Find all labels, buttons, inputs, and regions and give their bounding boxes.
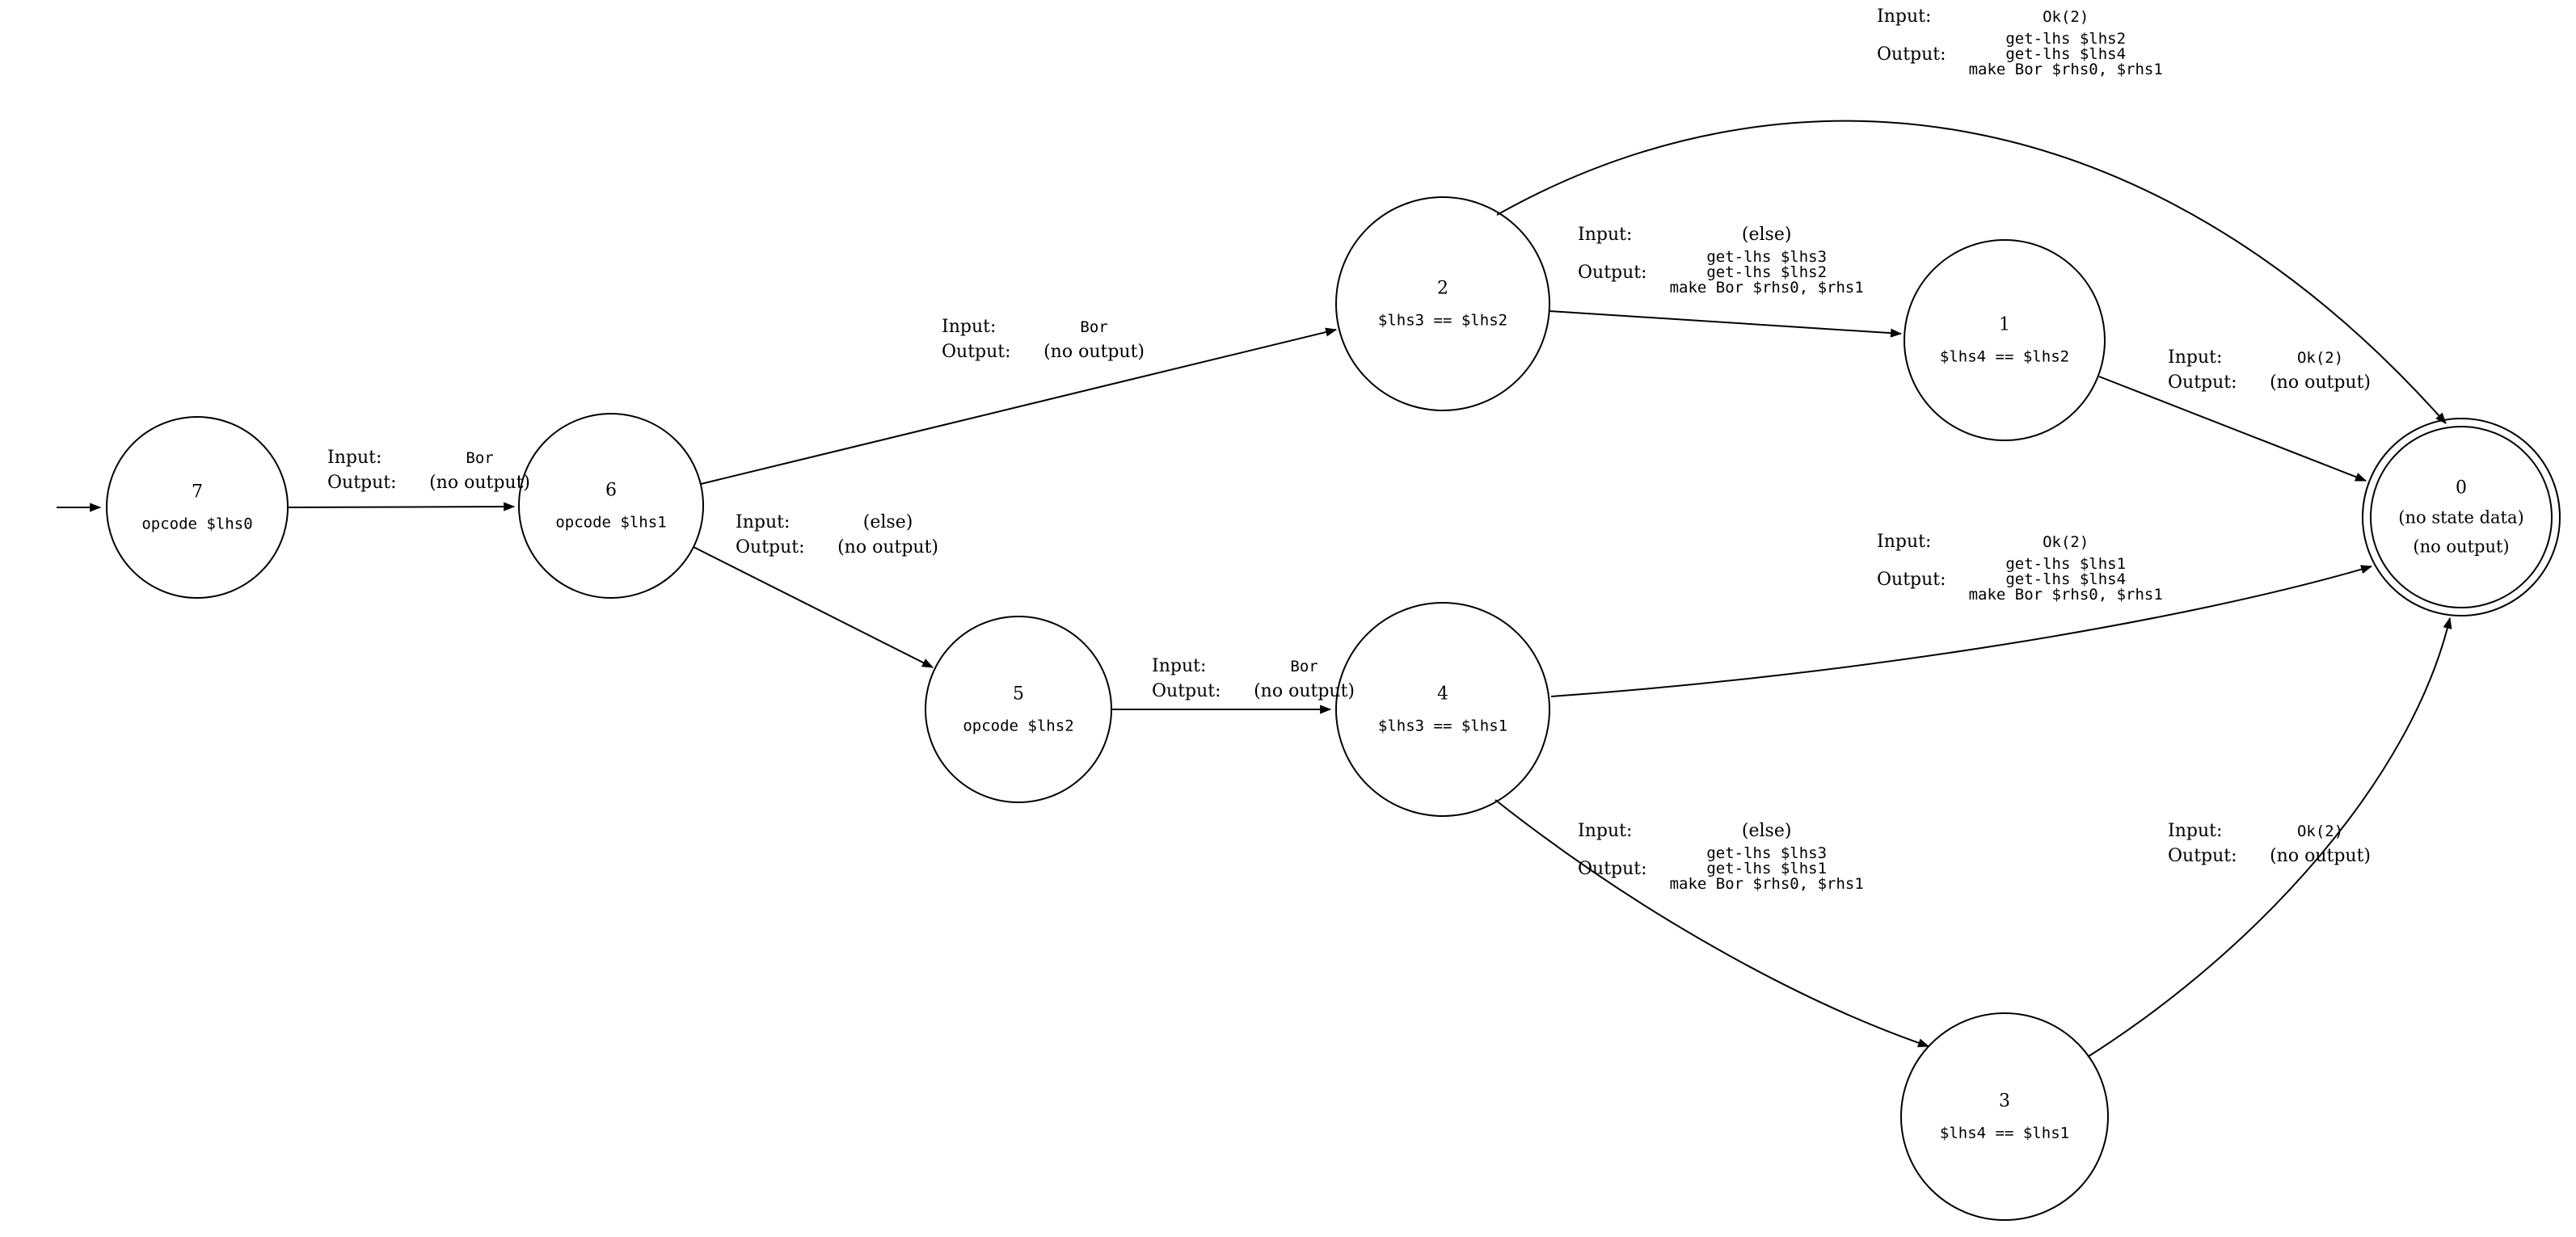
- output-value: (no output): [2270, 372, 2372, 393]
- node-3-id: 3: [1999, 1091, 2010, 1112]
- output-value: (no output): [2270, 846, 2372, 866]
- output-key: Output:: [1877, 44, 1946, 65]
- output-key: Output:: [942, 342, 1011, 362]
- node-0-detail: (no state data): [2398, 507, 2524, 528]
- input-key: Input:: [942, 317, 997, 337]
- edge-3-0-path: [2087, 616, 2452, 1058]
- node-6-id: 6: [605, 480, 617, 501]
- edge-label-7-6: Input: Bor Output: (no output): [327, 443, 541, 498]
- output-key: Output:: [1877, 570, 1946, 590]
- edge-6-2-path: [700, 327, 1338, 485]
- output-key: Output:: [1152, 681, 1221, 701]
- node-6: 6 opcode $lhs1: [555, 481, 666, 532]
- node-7-id: 7: [192, 482, 203, 503]
- edge-4-3-path: [1495, 799, 1930, 1048]
- node-1-id: 1: [1999, 314, 2010, 335]
- output-value: get-lhs $lhs3 get-lhs $lhs1 make Bor $rh…: [1669, 844, 1864, 893]
- output-key: Output:: [1578, 263, 1647, 283]
- input-value: Bor: [466, 448, 494, 467]
- edge-2-1-path: [1549, 310, 1903, 338]
- node-4-detail: $lhs3 == $lhs1: [1377, 717, 1508, 735]
- output-key: Output:: [327, 473, 397, 493]
- output-value: (no output): [429, 473, 531, 493]
- node-4: 4 $lhs3 == $lhs1: [1378, 684, 1507, 735]
- output-key: Output:: [2168, 846, 2237, 866]
- output-value: (no output): [837, 537, 939, 557]
- edge-label-2-1: Input: (else) Output: get-lhs $lhs3 get-…: [1578, 220, 1864, 301]
- input-value: (else): [1741, 225, 1792, 245]
- node-1-detail: $lhs4 == $lhs2: [1939, 347, 2070, 366]
- input-value: (else): [1741, 821, 1792, 841]
- input-value: Ok(2): [2296, 348, 2344, 367]
- input-value: Ok(2): [2043, 7, 2089, 26]
- edge-1-0-path: [2098, 376, 2367, 482]
- node-2-id: 2: [1437, 278, 1448, 299]
- output-key: Output:: [736, 537, 805, 557]
- edge-4-0-path: [1550, 565, 2373, 697]
- edge-label-2-0: Input: Ok(2) Output: get-lhs $lhs2 get-l…: [1877, 2, 2163, 82]
- output-value: get-lhs $lhs1 get-lhs $lhs4 make Bor $rh…: [1968, 555, 2163, 604]
- edge-label-6-5: Input: (else) Output: (no output): [736, 507, 949, 562]
- node-0-detail2: (no output): [2413, 536, 2510, 557]
- input-value: (else): [862, 512, 913, 532]
- node-7-detail: opcode $lhs0: [141, 515, 253, 533]
- node-2-circle: [1335, 196, 1550, 411]
- input-key: Input:: [327, 448, 382, 468]
- edge-label-1-0: Input: Ok(2) Output: (no output): [2168, 343, 2381, 398]
- node-3-detail: $lhs4 == $lhs1: [1939, 1124, 2070, 1142]
- output-value: (no output): [1043, 342, 1145, 362]
- node-5: 5 opcode $lhs2: [963, 684, 1073, 735]
- input-value: Ok(2): [2296, 822, 2344, 840]
- output-key: Output:: [2168, 372, 2237, 393]
- edge-6-5-path: [693, 546, 934, 668]
- node-7-circle: [106, 416, 289, 599]
- node-4-id: 4: [1437, 684, 1448, 705]
- node-0-inner-circle: [2370, 426, 2553, 608]
- node-6-circle: [518, 413, 704, 599]
- edge-2-0-path: [1496, 120, 2447, 424]
- input-value: Ok(2): [2043, 532, 2089, 551]
- node-1-circle: [1904, 239, 2106, 441]
- edge-label-5-4: Input: Bor Output: (no output): [1152, 651, 1365, 706]
- output-value: (no output): [1254, 681, 1355, 701]
- node-6-detail: opcode $lhs1: [555, 513, 667, 532]
- input-value: Bor: [1080, 318, 1108, 336]
- node-3: 3 $lhs4 == $lhs1: [1940, 1092, 2069, 1142]
- edge-label-4-3: Input: (else) Output: get-lhs $lhs3 get-…: [1578, 816, 1864, 897]
- input-key: Input:: [2168, 347, 2223, 368]
- node-3-circle: [1900, 1012, 2109, 1221]
- node-0: 0 (no state data) (no output): [2398, 478, 2523, 557]
- input-value: Bor: [1290, 657, 1318, 675]
- output-value: get-lhs $lhs3 get-lhs $lhs2 make Bor $rh…: [1669, 248, 1864, 297]
- node-2-detail: $lhs3 == $lhs2: [1377, 311, 1508, 330]
- node-5-detail: opcode $lhs2: [963, 717, 1074, 735]
- edge-label-4-0: Input: Ok(2) Output: get-lhs $lhs1 get-l…: [1877, 527, 2163, 608]
- input-key: Input:: [1578, 821, 1633, 841]
- node-7: 7 opcode $lhs0: [141, 482, 252, 533]
- input-key: Input:: [736, 512, 791, 532]
- input-key: Input:: [1152, 656, 1207, 676]
- input-key: Input:: [1877, 6, 1932, 27]
- node-2: 2 $lhs3 == $lhs2: [1378, 279, 1507, 330]
- node-4-circle: [1335, 602, 1550, 817]
- edge-label-3-0: Input: Ok(2) Output: (no output): [2168, 816, 2381, 871]
- node-0-outer-circle: [2362, 418, 2561, 616]
- input-key: Input:: [1578, 225, 1633, 245]
- node-1: 1 $lhs4 == $lhs2: [1940, 315, 2069, 366]
- edge-label-6-2: Input: Bor Output: (no output): [942, 312, 1155, 367]
- node-5-circle: [925, 616, 1112, 803]
- output-key: Output:: [1578, 859, 1647, 879]
- input-key: Input:: [1877, 532, 1932, 552]
- node-5-id: 5: [1013, 684, 1024, 705]
- output-value: get-lhs $lhs2 get-lhs $lhs4 make Bor $rh…: [1968, 30, 2163, 78]
- input-key: Input:: [2168, 821, 2223, 841]
- node-0-id: 0: [2456, 478, 2467, 499]
